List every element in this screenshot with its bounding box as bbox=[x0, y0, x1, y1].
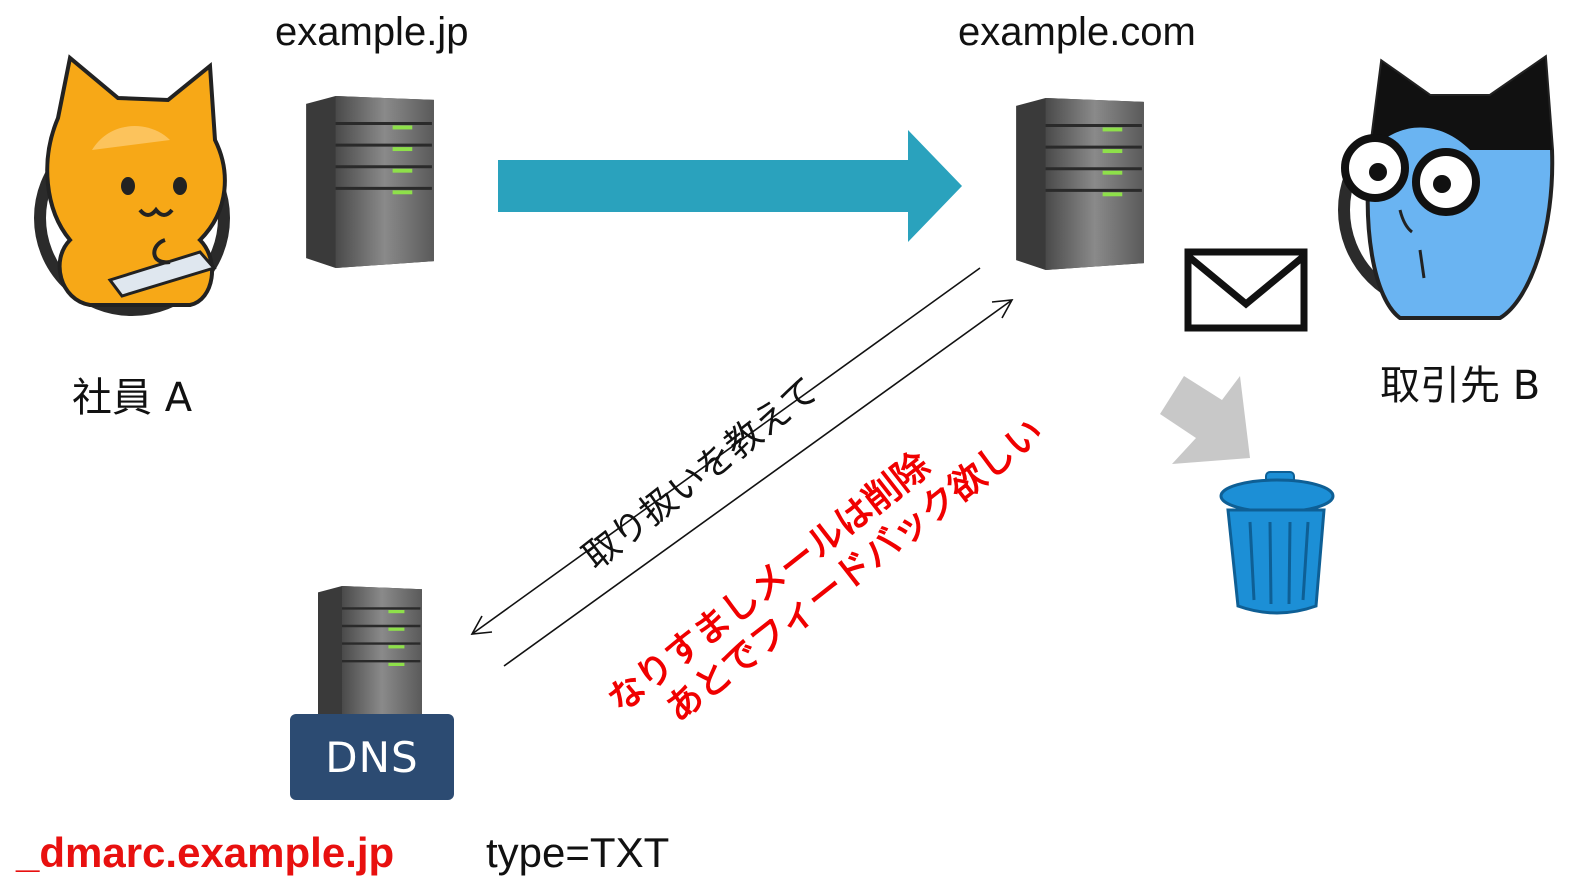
dns-response-arrow bbox=[503, 299, 1014, 667]
receiver-domain-label: example.com bbox=[958, 10, 1196, 54]
employee-avatar bbox=[34, 54, 230, 316]
sender-server-icon bbox=[306, 96, 434, 268]
mail-flow-arrow bbox=[498, 130, 962, 242]
trash-can-icon bbox=[1219, 471, 1335, 615]
dns-badge: DNS bbox=[290, 714, 454, 800]
dns-record-type: type=TXT bbox=[486, 829, 670, 876]
employee-label: 社員 A bbox=[72, 375, 193, 421]
dns-query-arrow bbox=[470, 267, 981, 635]
dmarc-record-name: _dmarc.example.jp bbox=[16, 829, 395, 876]
discard-arrow-icon bbox=[1160, 376, 1250, 464]
mail-envelope-icon bbox=[1184, 248, 1308, 332]
sender-domain-label: example.jp bbox=[275, 10, 469, 54]
dns-server-icon bbox=[316, 586, 424, 726]
partner-avatar bbox=[1338, 54, 1555, 320]
receiver-server-icon bbox=[1016, 98, 1144, 270]
partner-label: 取引先 B bbox=[1380, 363, 1541, 409]
